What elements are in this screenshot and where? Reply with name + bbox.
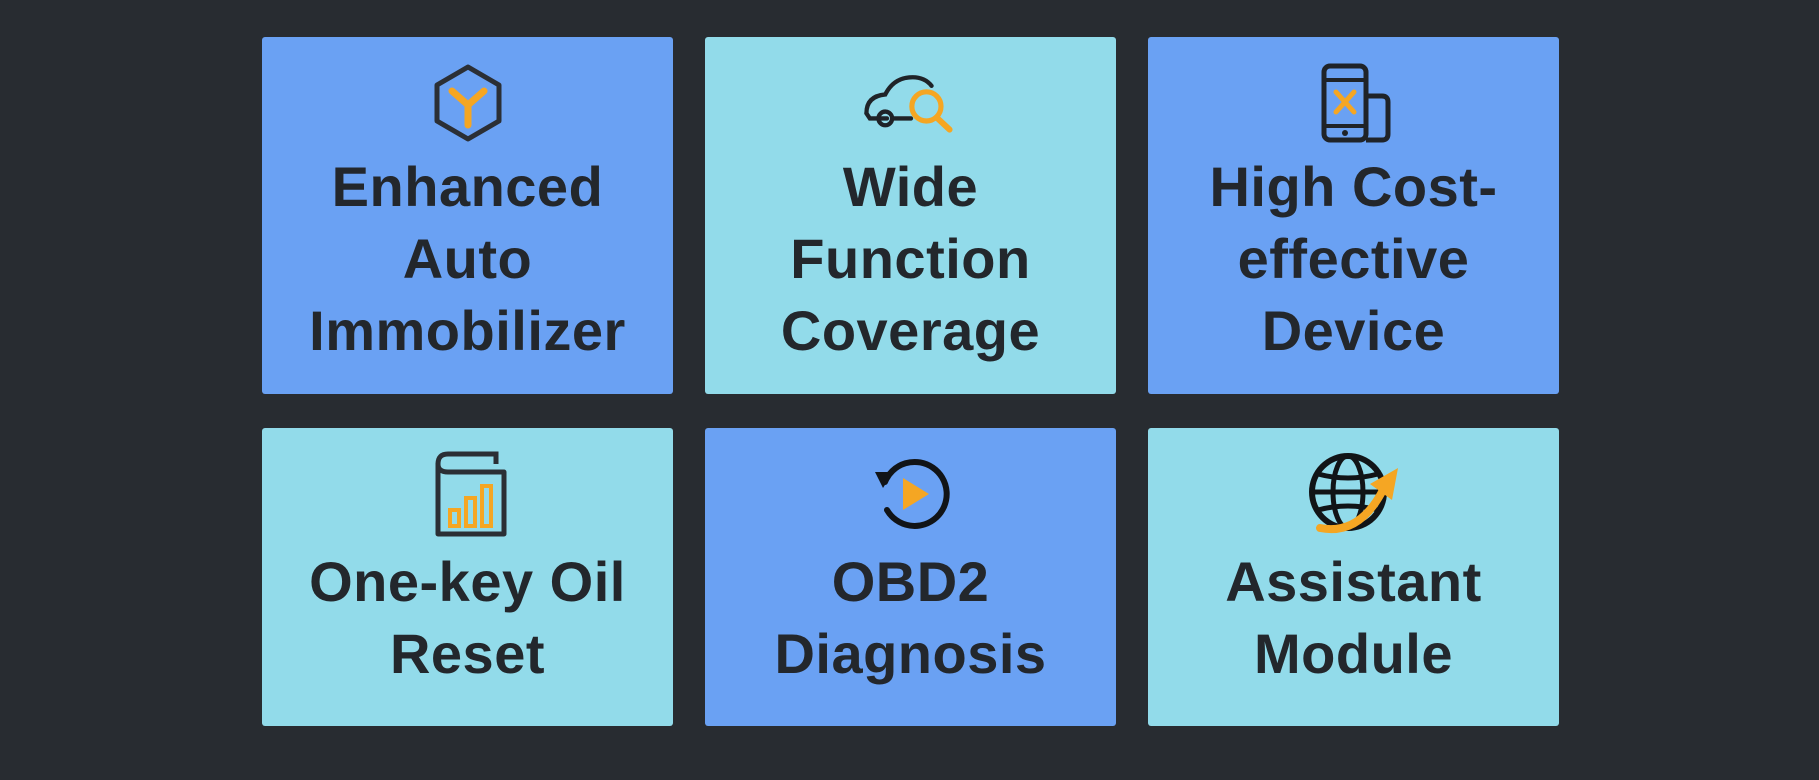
immobilizer-cube-icon xyxy=(420,61,516,145)
feature-label: High Cost- effective Device xyxy=(1209,155,1498,362)
feature-label: Wide Function Coverage xyxy=(780,155,1041,362)
feature-label: Assistant Module xyxy=(1225,550,1482,685)
feature-card-enhanced-auto-immobilizer[interactable]: Enhanced Auto Immobilizer xyxy=(262,37,673,394)
feature-card-high-cost-effective-device[interactable]: High Cost- effective Device xyxy=(1148,37,1559,394)
car-search-icon xyxy=(863,61,959,145)
feature-card-assistant-module[interactable]: Assistant Module xyxy=(1148,428,1559,726)
feature-label: Enhanced Auto Immobilizer xyxy=(309,155,626,362)
feature-card-wide-function-coverage[interactable]: Wide Function Coverage xyxy=(705,37,1116,394)
replay-play-icon xyxy=(863,452,959,536)
globe-arrow-icon xyxy=(1306,452,1402,536)
feature-label: One-key Oil Reset xyxy=(309,550,626,685)
feature-label: OBD2 Diagnosis xyxy=(774,550,1047,685)
mobile-tools-icon xyxy=(1306,61,1402,145)
oil-reset-chart-icon xyxy=(420,451,516,537)
feature-grid: Enhanced Auto Immobilizer Wide Function … xyxy=(262,37,1559,726)
feature-card-obd2-diagnosis[interactable]: OBD2 Diagnosis xyxy=(705,428,1116,726)
feature-card-one-key-oil-reset[interactable]: One-key Oil Reset xyxy=(262,428,673,726)
